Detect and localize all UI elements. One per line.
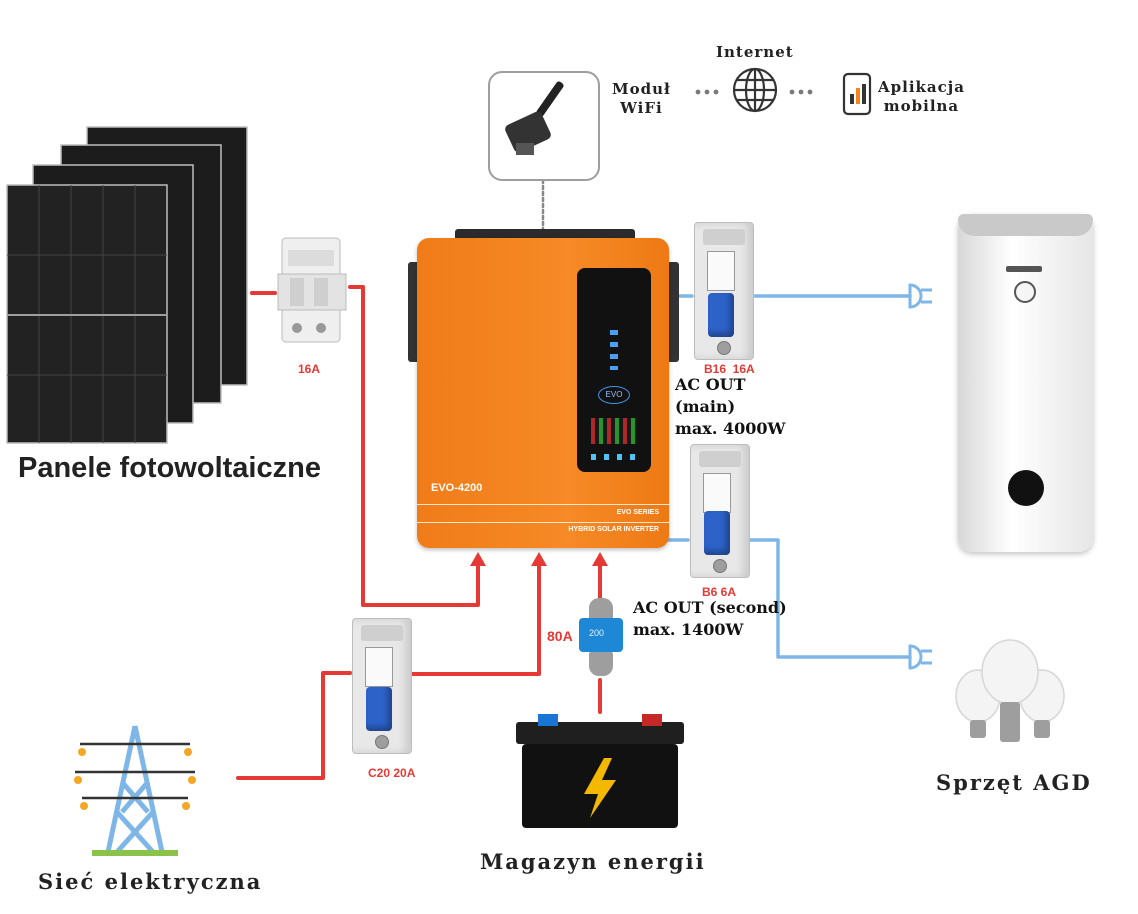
grid-to-breaker-wire [236,671,352,780]
inverter-body: EVO EVO-4200 EVO SERIES HYBRID SOLAR INV… [417,238,669,548]
fuse-bottom-lug [589,652,613,676]
grid-breaker-rating: C20 20A [368,766,416,780]
ac-second-wire-b [746,538,912,659]
heater-top-cap [958,214,1093,236]
main-breaker-rating: B16 16A [704,362,755,376]
plug-icon-second [908,644,932,670]
second-breaker-rating: B6 6A [702,585,737,599]
grid-breaker [352,618,412,754]
inverter-series: EVO SERIES [616,509,659,516]
storage-label: Magazyn energii [480,849,706,874]
panels-label: Panele fotowoltaiczne [18,452,321,484]
inverter-stripe-2 [417,522,669,523]
heater-outlet [1008,470,1044,506]
pv-arrow [470,552,486,566]
battery-arrow [592,552,608,566]
dots-wifi-internet [695,89,719,95]
wifi-dongle-icon [505,81,564,155]
ac-out-second-label: AC OUT (second) max. 1400W [633,598,787,639]
breaker-to-inverter-wire [410,558,541,676]
globe-icon [732,67,778,113]
inverter-type: HYBRID SOLAR INVERTER [568,526,659,533]
display-logo: EVO [598,386,630,404]
light-bulbs-image [955,639,1065,742]
solar-panels-image [6,126,248,444]
inverter-model: EVO-4200 [431,482,483,494]
fuse-top-lug [589,598,613,620]
ac-out-main-label: AC OUT (main) max. 4000W [675,375,786,438]
mobile-app-label: Aplikacja mobilna [878,78,965,115]
fuse-text: 200 [589,628,605,638]
wifi-module-box [488,71,600,181]
heater-gauge [1014,281,1036,303]
grid-label: Sieć elektryczna [38,869,263,894]
grid-arrow [531,552,547,566]
inverter-stripe-1 [417,504,669,505]
battery-fuse-rating: 80A [547,628,573,644]
inverter-side-bracket-right [667,262,679,362]
fuse-to-inverter-wire [348,285,480,607]
internet-label: Internet [716,43,794,61]
heater-badge [1006,266,1042,272]
display-buttons [591,454,637,460]
inverter-display-panel: EVO [577,268,651,472]
fuse-body: 200 [579,618,623,652]
display-status-icons [610,330,618,370]
battery-fuse: 200 [579,598,623,680]
appliances-label: Sprzęt AGD [936,770,1092,795]
ac-second-breaker [690,444,750,578]
dots-internet-app [789,89,813,95]
water-heater-image [958,214,1093,552]
battery-image [516,714,684,828]
ac-main-breaker [694,222,754,360]
wifi-module-label: Moduł WiFi [612,80,671,117]
pv-fuse-rating: 16A [298,362,321,376]
mobile-app-icon [842,72,872,116]
pv-fuse-holder-image [277,237,347,343]
plug-icon-main [908,283,932,309]
power-tower-image [74,725,196,856]
display-readouts [591,418,637,444]
